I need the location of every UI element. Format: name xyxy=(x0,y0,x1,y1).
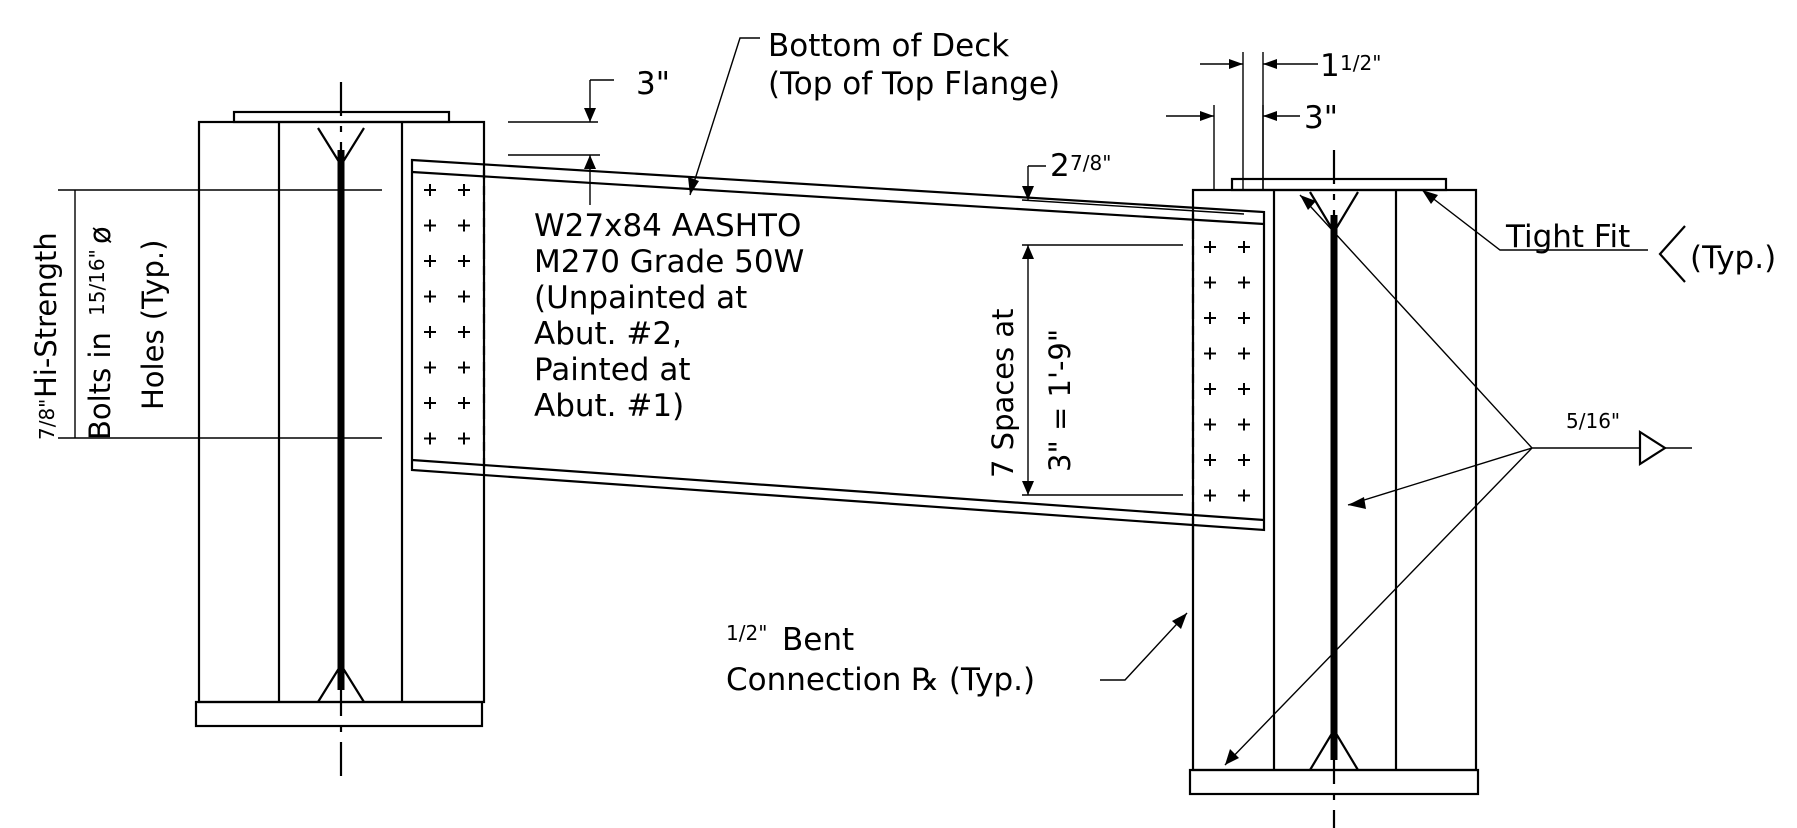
bolt-mark xyxy=(1204,418,1216,431)
dim-278-frac: 7/8" xyxy=(1070,151,1111,175)
bolt-mark xyxy=(424,397,436,409)
right-girder xyxy=(1188,150,1480,828)
bolt-mark xyxy=(424,326,436,338)
dim-278-ext-top xyxy=(1021,199,1245,215)
tight-fit-leader xyxy=(1421,189,1648,251)
plate-label-line1: Bent xyxy=(782,622,854,658)
dim-3r-label: 3" xyxy=(1304,100,1338,136)
right-web-weld-bottom xyxy=(1309,727,1359,771)
deck-label-line2: (Top of Top Flange) xyxy=(768,66,1060,102)
bolt-note-line3: Holes (Typ.) xyxy=(136,240,170,410)
bolt-mark xyxy=(1204,454,1216,466)
bolt-mark xyxy=(424,290,436,303)
spacing-note-2: 3" = 1'-9" xyxy=(1043,329,1077,472)
deck-leader xyxy=(689,37,760,196)
bolt-note-2: Bolts in 15/16" ø xyxy=(83,226,117,440)
bolt-mark xyxy=(1204,489,1216,502)
bolt-mark xyxy=(1204,383,1216,395)
typ-label: (Typ.) xyxy=(1690,240,1776,276)
tight-fit-label: Tight Fit xyxy=(1505,219,1630,255)
beam-top-flange-line xyxy=(411,170,1265,226)
deck-leader-arrow xyxy=(688,177,699,195)
beam-label-line2: M270 Grade 50W xyxy=(534,244,804,280)
dim-spaces-arrow xyxy=(1022,481,1034,495)
spacing-note-line1: 7 Spaces at xyxy=(986,308,1020,478)
bolt-mark xyxy=(1238,241,1250,253)
bolt-mark xyxy=(458,290,470,303)
dim-3r-arrows xyxy=(1200,111,1277,121)
bolt-mark xyxy=(424,219,436,232)
annotations: Bottom of Deck (Top of Top Flange) 3" 1 … xyxy=(29,28,1776,698)
bolt-mark xyxy=(458,255,470,267)
spacing-note-line2: 3" = 1'-9" xyxy=(1043,329,1077,472)
right-girder-top-flange xyxy=(1230,177,1448,192)
bolt-note-frac1: 7/8" xyxy=(35,399,59,440)
bolt-mark xyxy=(458,397,470,409)
bolt-mark xyxy=(458,219,470,232)
bolt-mark xyxy=(458,432,470,445)
bolt-mark xyxy=(1204,347,1216,360)
bolt-mark xyxy=(1204,276,1216,289)
bolt-mark xyxy=(424,432,436,445)
plate-leader xyxy=(1100,612,1188,681)
bolt-mark xyxy=(1238,347,1250,360)
plate-leader-arrow xyxy=(1172,613,1187,629)
left-bolt-group xyxy=(424,184,470,445)
bolt-mark xyxy=(458,184,470,196)
diaphragm-beam xyxy=(410,158,1266,560)
dim-1half-whole: 1 xyxy=(1320,48,1340,84)
dim-1half-frac: 1/2" xyxy=(1340,51,1381,75)
bolt-mark xyxy=(1238,276,1250,289)
bolt-note-dia: ø xyxy=(83,226,117,244)
deck-label-line1: Bottom of Deck xyxy=(768,28,1009,64)
bolt-mark xyxy=(424,255,436,267)
plate-frac: 1/2" xyxy=(726,621,767,645)
fillet-weld-symbol xyxy=(1638,429,1668,467)
bolt-mark xyxy=(1204,241,1216,253)
spacing-note: 7 Spaces at xyxy=(986,308,1020,478)
beam-label-line6: Abut. #1) xyxy=(534,388,684,424)
beam-label-line5: Painted at xyxy=(534,352,690,388)
bolt-mark xyxy=(1238,454,1250,466)
bolt-note-3: Holes (Typ.) xyxy=(136,240,170,410)
beam-label-line3: (Unpainted at xyxy=(534,280,747,316)
bolt-note: 7/8" Hi-Strength xyxy=(29,232,63,440)
bolt-mark xyxy=(458,361,470,374)
bolt-note-line2: Bolts in xyxy=(83,332,117,440)
weld-leaders xyxy=(1224,194,1640,766)
tight-fit-tail xyxy=(1658,225,1686,283)
dimension-lines xyxy=(58,37,1692,766)
beam-outline xyxy=(410,158,1266,532)
left-web-weld-bottom xyxy=(317,662,365,703)
dim-3-arrows xyxy=(584,108,596,169)
left-girder-bottom-flange xyxy=(194,700,484,728)
plate-label-line2: Connection ℞ (Typ.) xyxy=(726,662,1035,698)
weld-arrows xyxy=(1225,195,1366,765)
dim-3-leader xyxy=(589,79,614,205)
dim-1half-arrows xyxy=(1229,59,1277,69)
tight-fit-arrow xyxy=(1422,190,1438,204)
bolt-mark xyxy=(424,361,436,374)
right-bolt-group xyxy=(1204,241,1250,502)
bolt-note-frac2: 15/16" xyxy=(85,249,109,316)
dim-278-whole: 2 xyxy=(1050,148,1070,184)
beam-label-line4: Abut. #2, xyxy=(534,316,682,352)
bolt-mark xyxy=(1238,383,1250,395)
dim-3-label: 3" xyxy=(636,66,670,102)
bolt-mark xyxy=(1204,312,1216,324)
bolt-mark xyxy=(458,326,470,338)
bolt-mark xyxy=(424,184,436,196)
left-girder xyxy=(194,82,486,780)
weld-size-label: 5/16" xyxy=(1566,409,1620,433)
bolt-mark xyxy=(1238,489,1250,502)
beam-bottom-flange-line xyxy=(411,458,1265,522)
beam-label-line1: W27x84 AASHTO xyxy=(534,208,801,244)
bolt-note-line1: Hi-Strength xyxy=(29,232,63,398)
bolt-mark xyxy=(1238,312,1250,324)
bolt-mark xyxy=(1238,418,1250,431)
